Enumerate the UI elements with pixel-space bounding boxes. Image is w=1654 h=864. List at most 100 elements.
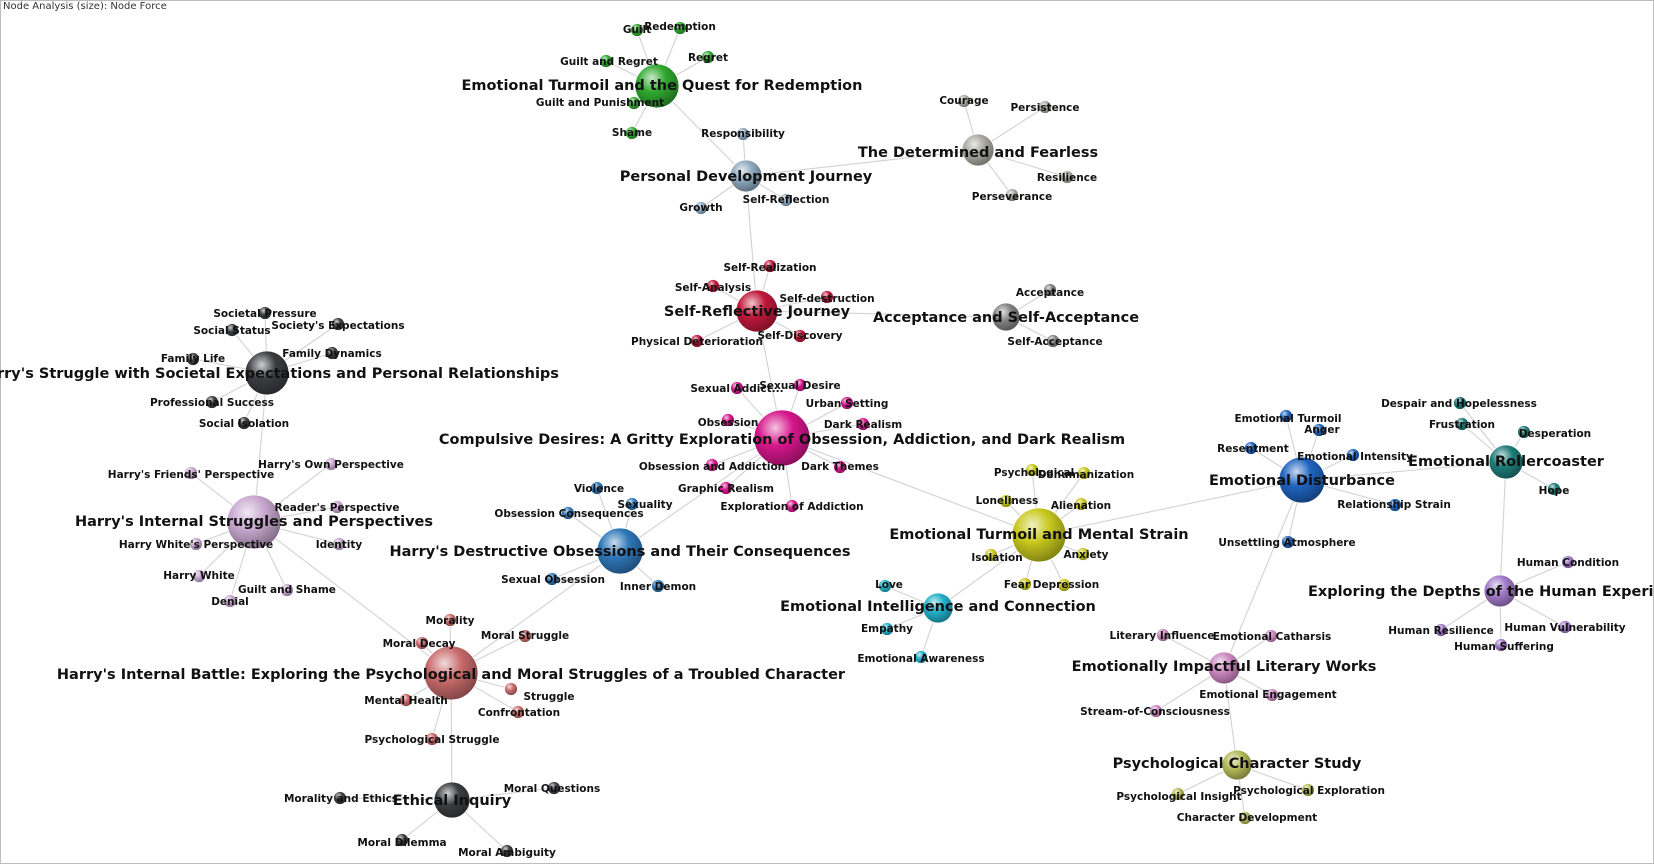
leaf-node-sexuality[interactable] — [625, 497, 639, 511]
leaf-node-human-resilience[interactable] — [1434, 623, 1448, 637]
hub-node-emotional-turmoil-and-the-quest-for-rede[interactable] — [634, 63, 680, 109]
leaf-node-harry-white[interactable] — [192, 569, 206, 583]
leaf-node-unsettling-atmosphere[interactable] — [1281, 535, 1295, 549]
leaf-node-sexual-desire[interactable] — [793, 378, 807, 392]
leaf-node-confrontation[interactable] — [511, 705, 525, 719]
leaf-node-emotional-catharsis[interactable] — [1264, 629, 1278, 643]
leaf-node-fear[interactable] — [1018, 577, 1032, 591]
leaf-node-perseverance[interactable] — [1005, 188, 1019, 202]
leaf-node-shame[interactable] — [625, 126, 639, 140]
leaf-node-despair-and-hopelessness[interactable] — [1453, 396, 1467, 410]
hub-node-self-reflective-journey[interactable] — [735, 289, 779, 333]
hub-node-personal-development-journey[interactable] — [729, 159, 763, 193]
leaf-node-stream-of-consciousness[interactable] — [1149, 704, 1163, 718]
leaf-node-self-analysis[interactable] — [706, 279, 720, 293]
leaf-node-violence[interactable] — [590, 481, 604, 495]
leaf-node-moral-dilemma[interactable] — [395, 833, 409, 847]
hub-node-harry-s-internal-battle-exploring-the-ps[interactable] — [423, 645, 479, 701]
hub-node-exploring-the-depths-of-the-human-experi[interactable] — [1483, 574, 1517, 608]
leaf-node-moral-questions[interactable] — [547, 781, 561, 795]
leaf-node-graphic-realism[interactable] — [719, 481, 733, 495]
leaf-node-professional-success[interactable] — [205, 395, 219, 409]
leaf-node-urban-setting[interactable] — [840, 396, 854, 410]
hub-node-emotional-disturbance[interactable] — [1278, 456, 1326, 504]
leaf-node-sexual-obsession[interactable] — [545, 572, 559, 586]
leaf-node-isolation[interactable] — [984, 548, 998, 562]
hub-node-harry-s-struggle-with-societal-expectati[interactable] — [244, 350, 290, 396]
leaf-node-literary-influence[interactable] — [1156, 628, 1170, 642]
leaf-node-courage[interactable] — [957, 94, 971, 108]
leaf-node-alienation[interactable] — [1074, 497, 1088, 511]
leaf-node-desperation[interactable] — [1517, 425, 1531, 439]
leaf-node-identity[interactable] — [332, 537, 346, 551]
leaf-node-psychological[interactable] — [1025, 463, 1039, 477]
leaf-node-hope[interactable] — [1547, 482, 1561, 496]
leaf-node-guilt-and-regret[interactable] — [599, 54, 613, 68]
leaf-node-societal-pressure[interactable] — [258, 306, 272, 320]
leaf-node-morality-and-ethics[interactable] — [333, 791, 347, 805]
leaf-node-human-suffering[interactable] — [1494, 638, 1508, 652]
hub-node-the-determined-and-fearless[interactable] — [961, 133, 995, 167]
leaf-node-moral-struggle[interactable] — [518, 629, 532, 643]
hub-node-emotional-turmoil-and-mental-strain[interactable] — [1011, 507, 1067, 563]
leaf-node-denial[interactable] — [223, 594, 237, 608]
leaf-node-regret[interactable] — [701, 50, 715, 64]
leaf-node-dark-themes[interactable] — [833, 460, 847, 474]
leaf-node-struggle[interactable] — [504, 682, 518, 696]
leaf-node-exploration-of-addiction[interactable] — [785, 499, 799, 513]
leaf-node-love[interactable] — [878, 579, 892, 593]
leaf-node-guilt-and-shame[interactable] — [280, 583, 294, 597]
leaf-node-acceptance[interactable] — [1043, 283, 1057, 297]
leaf-node-self-realization[interactable] — [763, 259, 777, 273]
leaf-node-obsession-and-addiction[interactable] — [705, 458, 719, 472]
leaf-node-redemption[interactable] — [673, 21, 687, 35]
leaf-node-family-life[interactable] — [186, 352, 200, 366]
leaf-node-sexual-addict[interactable] — [730, 381, 744, 395]
leaf-node-resilience[interactable] — [1060, 170, 1074, 184]
leaf-node-psychological-exploration[interactable] — [1301, 783, 1315, 797]
leaf-node-obsession[interactable] — [721, 413, 735, 427]
leaf-node-self-acceptance[interactable] — [1046, 334, 1060, 348]
leaf-node-emotional-awareness[interactable] — [914, 650, 928, 664]
hub-node-harry-s-internal-struggles-and-perspecti[interactable] — [226, 494, 282, 550]
leaf-node-dark-realism[interactable] — [856, 417, 870, 431]
leaf-node-harry-s-own-perspective[interactable] — [324, 457, 338, 471]
leaf-node-empathy[interactable] — [880, 622, 894, 636]
leaf-node-social-isolation[interactable] — [237, 416, 251, 430]
leaf-node-guilt[interactable] — [630, 23, 644, 37]
leaf-node-character-development[interactable] — [1238, 811, 1252, 825]
leaf-node-responsibility[interactable] — [736, 127, 750, 141]
hub-node-ethical-inquiry[interactable] — [433, 781, 471, 819]
leaf-node-human-condition[interactable] — [1561, 555, 1575, 569]
hub-node-emotionally-impactful-literary-works[interactable] — [1207, 651, 1241, 685]
leaf-node-morality[interactable] — [443, 613, 457, 627]
leaf-node-emotional-turmoil[interactable] — [1279, 409, 1293, 423]
leaf-node-harry-white-s-perspective[interactable] — [189, 537, 203, 551]
leaf-node-loneliness[interactable] — [999, 494, 1013, 508]
leaf-node-relationship-strain[interactable] — [1388, 498, 1402, 512]
leaf-node-harry-s-friends-perspective[interactable] — [184, 466, 198, 480]
leaf-node-human-vulnerability[interactable] — [1558, 620, 1572, 634]
leaf-node-physical-deterioration[interactable] — [690, 334, 704, 348]
hub-node-harry-s-destructive-obsessions-and-their[interactable] — [596, 527, 644, 575]
leaf-node-society-s-expectations[interactable] — [331, 317, 345, 331]
leaf-node-guilt-and-punishment[interactable] — [627, 96, 641, 110]
leaf-node-obsession-consequences[interactable] — [561, 506, 575, 520]
leaf-node-self-reflection[interactable] — [779, 193, 793, 207]
leaf-node-psychological-struggle[interactable] — [425, 732, 439, 746]
hub-node-acceptance-and-self-acceptance[interactable] — [991, 302, 1021, 332]
leaf-node-anger[interactable] — [1312, 423, 1326, 437]
leaf-node-emotional-intensity[interactable] — [1346, 448, 1360, 462]
leaf-node-frustration[interactable] — [1455, 417, 1469, 431]
hub-node-emotional-intelligence-and-connection[interactable] — [922, 592, 954, 624]
leaf-node-reader-s-perspective[interactable] — [330, 500, 344, 514]
leaf-node-anxiety[interactable] — [1076, 547, 1090, 561]
leaf-node-self-destruction[interactable] — [820, 290, 834, 304]
leaf-node-family-dynamics[interactable] — [325, 346, 339, 360]
leaf-node-emotional-engagement[interactable] — [1265, 688, 1279, 702]
leaf-node-depression[interactable] — [1057, 578, 1071, 592]
leaf-node-self-discovery[interactable] — [793, 329, 807, 343]
leaf-node-growth[interactable] — [694, 201, 708, 215]
leaf-node-inner-demon[interactable] — [651, 579, 665, 593]
